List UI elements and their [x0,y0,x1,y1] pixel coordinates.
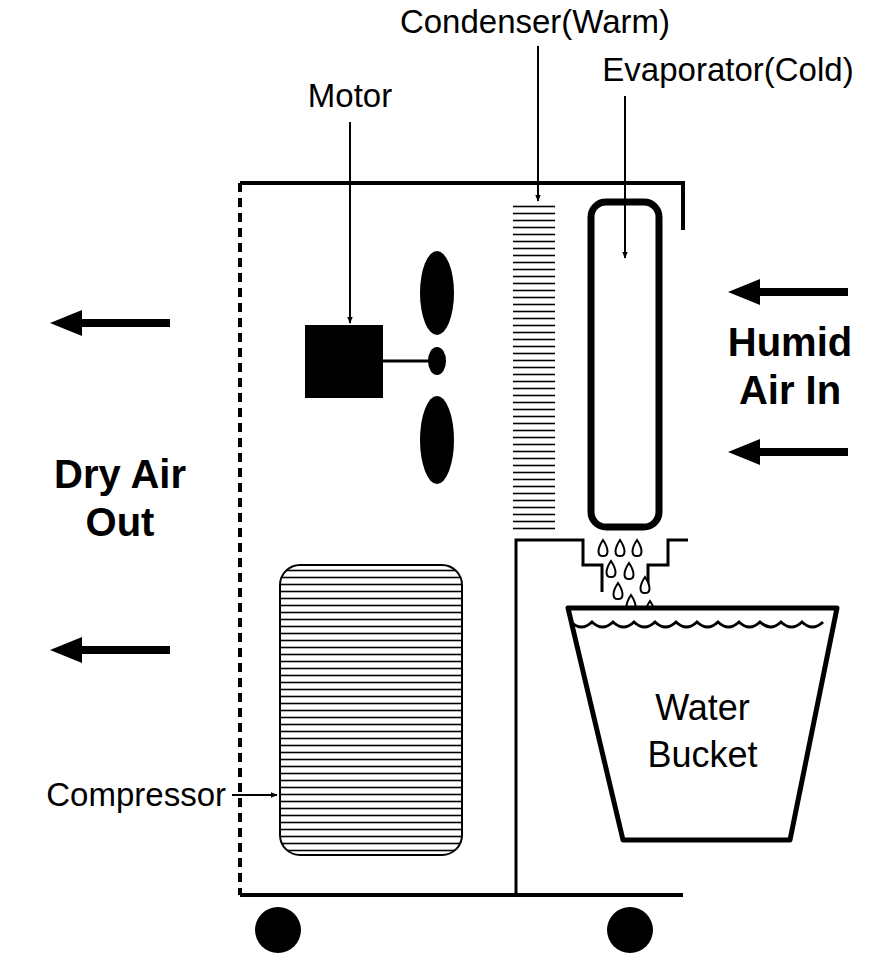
air-arrow [728,279,848,305]
leader-line [624,96,626,258]
water-drop [641,577,650,593]
motor [305,325,383,398]
airflow-label: Dry Air Out [45,450,195,546]
leader-line [537,46,539,201]
water-drop [599,540,608,556]
condenser-coil [513,203,555,531]
housing-base [240,893,683,897]
part-label: Evaporator(Cold) [602,50,853,90]
compressor [280,565,462,855]
water-drop [616,540,625,556]
air-arrow [50,310,170,336]
water-surface [571,622,823,627]
air-outlet-grille [238,183,242,895]
leader-line [232,794,277,796]
part-label: Condenser(Warm) [400,2,670,42]
fan-blade [420,251,454,335]
water-drop [607,561,616,577]
bucket-body [568,608,837,840]
fan-blade [420,396,454,484]
air-arrow [50,637,170,663]
water-drop [625,563,634,579]
text-holder: Water Bucket [565,600,840,779]
part-label: Motor [308,76,392,116]
fan-hub [428,347,446,375]
leader-line [349,122,351,323]
water-bucket: Water Bucket [565,600,840,845]
air-arrow [728,439,848,465]
node-label: Water Bucket [618,685,788,779]
water-drop [614,583,623,599]
water-drop [633,540,642,556]
water-drops [599,540,655,617]
wheel [607,907,653,953]
drip-tray [648,540,688,592]
airflow-label: Humid Air In [703,318,878,414]
inner-divider [516,540,602,895]
fan-shaft [383,360,432,363]
part-label: Compressor [46,775,226,815]
wheel [255,907,301,953]
